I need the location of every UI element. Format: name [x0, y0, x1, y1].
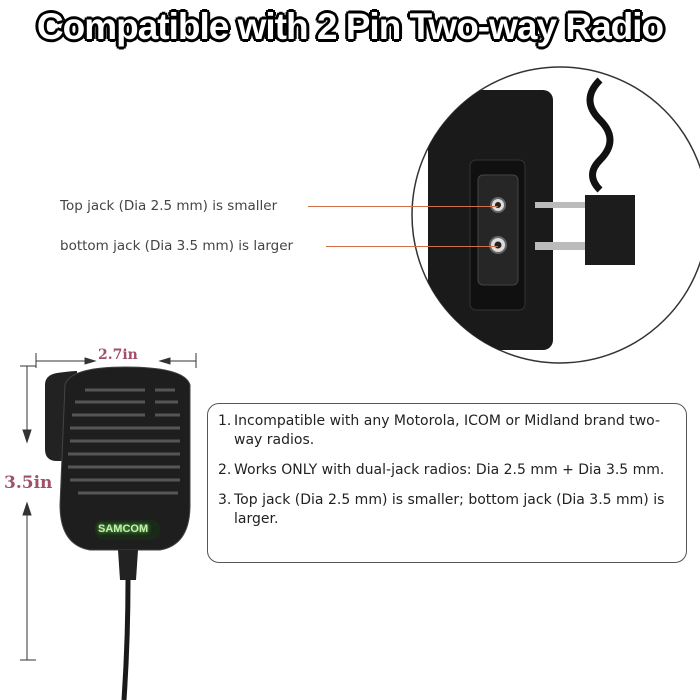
note-item: 3.Top jack (Dia 2.5 mm) is smaller; bott… [218, 492, 665, 527]
plug-pin-large [535, 242, 585, 250]
width-dimension: 2.7in [98, 347, 138, 363]
bottom-jack-leader-line [326, 246, 498, 247]
plug-icon [585, 195, 635, 265]
plug-pin-small [535, 202, 585, 208]
note-item: 2.Works ONLY with dual-jack radios: Dia … [218, 462, 665, 478]
bottom-jack-label: bottom jack (Dia 3.5 mm) is larger [60, 238, 294, 254]
microphone [45, 366, 191, 700]
radio-inset [411, 66, 700, 364]
cable [121, 579, 131, 700]
dimension-lines [20, 353, 197, 661]
top-jack-leader-line [308, 206, 498, 207]
page-title: Compatible with 2 Pin Two-way Radio [36, 6, 664, 47]
note-item: 1.Incompatible with any Motorola, ICOM o… [218, 413, 661, 448]
top-jack-label: Top jack (Dia 2.5 mm) is smaller [60, 198, 278, 214]
height-dimension: 3.5in [4, 473, 53, 493]
coiled-cable [586, 77, 614, 193]
brand-logo: SAMCOM [98, 523, 149, 535]
compatibility-notes: 1.Incompatible with any Motorola, ICOM o… [207, 403, 687, 563]
